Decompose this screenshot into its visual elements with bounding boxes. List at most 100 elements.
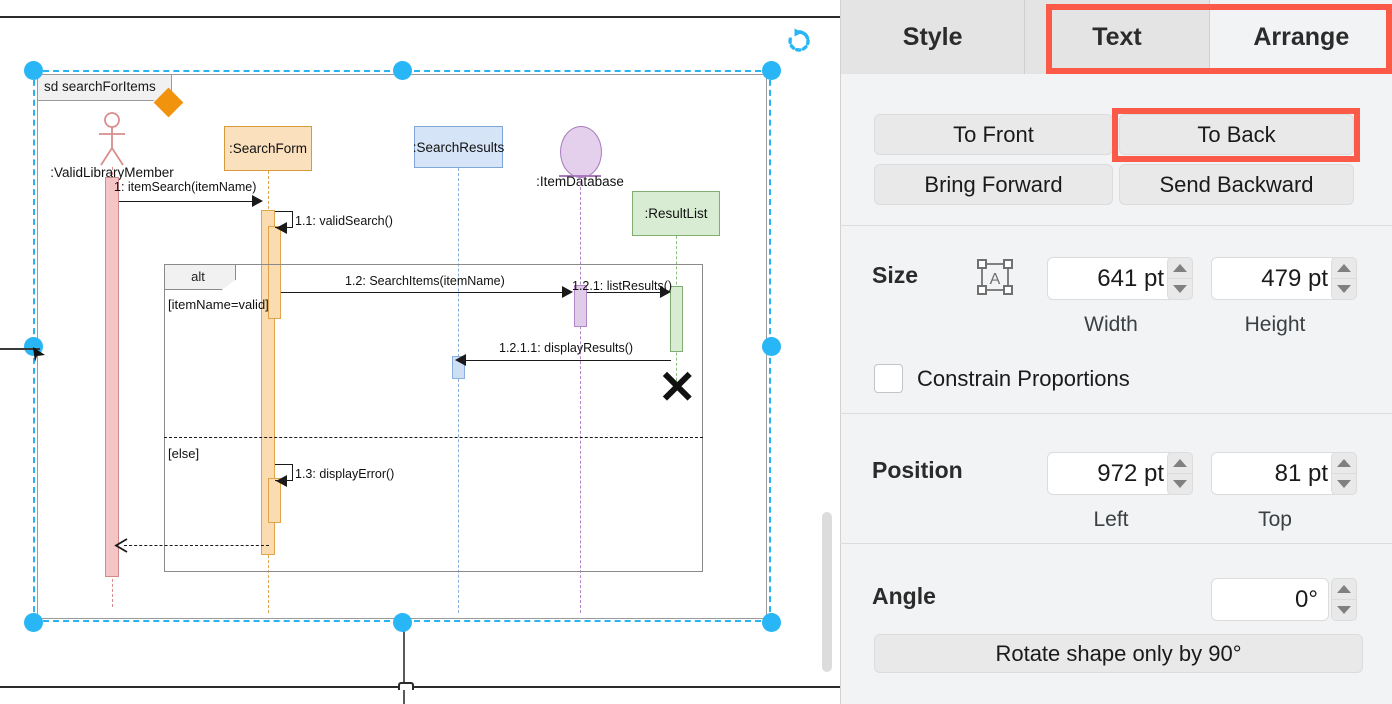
width-stepper[interactable] [1167,257,1193,300]
alt-fragment-divider [164,437,703,438]
tab-text[interactable]: Text [1025,0,1210,74]
selection-handle-bottom-right[interactable] [762,613,781,632]
canvas-vertical-line-shape[interactable] [403,622,405,704]
selection-handle-top-left[interactable] [24,61,43,80]
lifeline-dash-item-database [580,177,581,613]
left-stepper-down[interactable] [1167,474,1193,495]
top-stepper-up[interactable] [1331,452,1357,474]
lifeline-box-search-form[interactable]: :SearchForm [224,126,312,171]
alt-guard-condition: [itemName=valid] [168,297,269,312]
height-field-label: Height [1244,313,1306,336]
selection-bounding-box [33,70,771,622]
left-field-label: Left [1093,508,1129,531]
message-arrowhead-1-2 [562,286,573,298]
top-stepper-down[interactable] [1331,474,1357,495]
activation-bar-search-form-error[interactable] [268,478,281,523]
return-message-arrowhead [114,538,130,559]
message-label-1-2: 1.2: SearchItems(itemName) [345,274,505,288]
angle-section-label: Angle [872,583,936,609]
message-label-1-2-1-1: 1.2.1.1: displayResults() [499,341,634,355]
message-arrow-1-2-1-1[interactable] [466,360,671,361]
left-stepper[interactable] [1167,452,1193,495]
return-message-arrow[interactable] [124,545,269,546]
height-stepper[interactable] [1331,257,1357,300]
section-order [840,74,1392,226]
width-stepper-down[interactable] [1167,279,1193,300]
lifeline-label-valid-library-member: :ValidLibraryMember [50,165,174,180]
canvas-scrollbar-thumb[interactable] [822,512,832,672]
message-label-1-3: 1.3: displayError() [295,467,395,481]
message-arrow-1-2[interactable] [281,292,563,293]
left-input[interactable]: 972 pt [1047,452,1175,495]
angle-stepper[interactable] [1331,578,1357,621]
height-stepper-up[interactable] [1331,257,1357,279]
rotate-shape-90-button[interactable]: Rotate shape only by 90° [874,634,1363,673]
bring-forward-button[interactable]: Bring Forward [874,164,1113,205]
message-label-1: 1: itemSearch(itemName) [114,180,257,194]
sd-frame-label: sd searchForItems [44,79,156,94]
lifeline-box-result-list[interactable]: :ResultList [632,191,720,236]
to-front-button[interactable]: To Front [874,114,1113,155]
to-back-button[interactable]: To Back [1119,114,1354,155]
width-field-label: Width [1084,313,1138,336]
angle-stepper-down[interactable] [1331,600,1357,621]
width-stepper-up[interactable] [1167,257,1193,279]
message-label-1-2-1: 1.2.1: listResults() [572,279,673,293]
alt-fragment-operator-label: alt [191,269,205,284]
actor-icon-valid-library-member[interactable] [96,112,128,167]
angle-stepper-up[interactable] [1331,578,1357,600]
section-position [840,414,1392,544]
canvas-vertical-line-notch [398,682,414,690]
activation-bar-item-database[interactable] [574,285,587,327]
selection-handle-top-right[interactable] [762,61,781,80]
width-input[interactable]: 641 pt [1047,257,1175,300]
constrain-proportions-label: Constrain Proportions [917,365,1130,391]
lifeline-label-item-database: :ItemDatabase [536,174,624,189]
mouse-cursor [0,341,60,365]
top-stepper[interactable] [1331,452,1357,495]
alt-fragment-frame[interactable] [164,264,703,572]
top-input[interactable]: 81 pt [1211,452,1339,495]
position-section-label: Position [872,457,963,483]
constrain-proportions-row[interactable]: Constrain Proportions [874,364,1130,393]
auto-size-icon[interactable]: A [975,257,1015,297]
selection-handle-top-center[interactable] [393,61,412,80]
message-arrowhead-1-1 [276,222,287,234]
activation-bar-search-form-nested[interactable] [268,226,281,319]
sd-frame-tab [37,74,172,101]
section-angle [840,544,1392,704]
activation-bar-actor[interactable] [105,177,119,577]
lifeline-database-item-database[interactable] [560,126,602,178]
height-input[interactable]: 479 pt [1211,257,1339,300]
diagram-canvas[interactable]: sd searchForItems :ValidLibraryMember :S… [0,0,840,704]
selection-handle-bottom-left[interactable] [24,613,43,632]
left-stepper-up[interactable] [1167,452,1193,474]
message-arrowhead-1 [252,195,263,207]
canvas-top-rule [0,16,840,18]
message-arrowhead-1-3 [276,475,287,487]
selection-handle-middle-right[interactable] [762,337,781,356]
tab-arrange[interactable]: Arrange [1209,0,1392,74]
tab-style[interactable]: Style [841,0,1026,74]
canvas-bottom-rule [0,686,840,688]
selection-handle-bottom-center[interactable] [393,613,412,632]
activation-bar-result-list[interactable] [670,286,683,352]
send-backward-button[interactable]: Send Backward [1119,164,1354,205]
message-arrow-1-2-1[interactable] [587,292,663,293]
message-arrow-1[interactable] [119,201,256,202]
height-stepper-down[interactable] [1331,279,1357,300]
size-section-label: Size [872,262,919,288]
destruction-marker-x: ✕ [658,361,697,413]
message-arrowhead-1-2-1-1 [455,354,466,366]
section-size [840,226,1392,414]
message-label-1-1: 1.1: validSearch() [295,214,393,228]
lifeline-box-search-results[interactable]: :SearchResults [413,126,504,168]
alt-fragment-tab [164,264,236,290]
rotate-icon[interactable] [786,28,812,54]
top-field-label: Top [1258,508,1292,531]
angle-input[interactable]: 0° [1211,578,1329,621]
format-panel-tabbar: Style Text Arrange [841,0,1392,74]
constrain-proportions-checkbox[interactable] [874,364,903,393]
database-baseline [559,175,601,177]
alt-guard-else: [else] [168,446,200,461]
